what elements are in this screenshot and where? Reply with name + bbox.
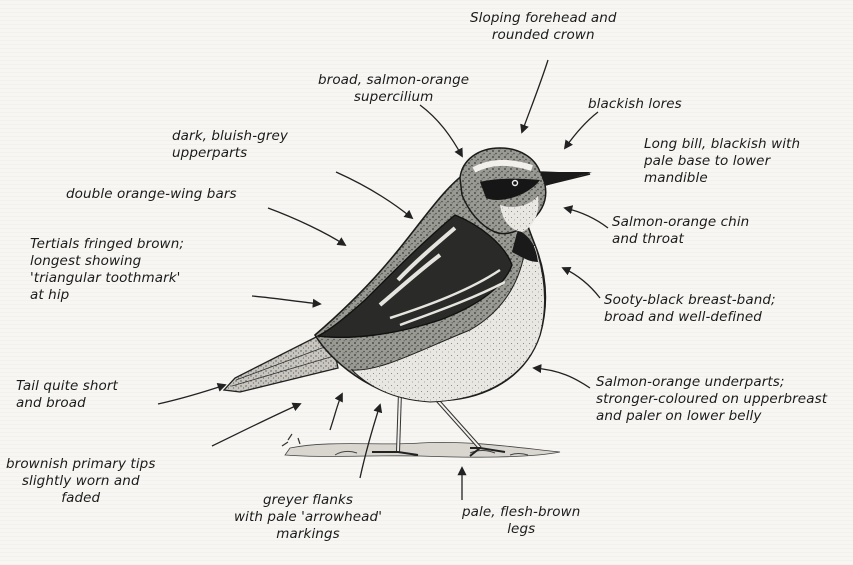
label-forehead: Sloping forehead and rounded crown <box>470 10 617 44</box>
label-bill: Long bill, blackish with pale base to lo… <box>644 136 800 187</box>
label-tertials: Tertials fringed brown; longest showing … <box>30 236 184 304</box>
bill <box>540 172 592 186</box>
label-tail: Tail quite short and broad <box>16 378 118 412</box>
label-primaries: brownish primary tips slightly worn and … <box>6 456 155 507</box>
label-lores: blackish lores <box>588 96 682 113</box>
label-breastband: Sooty-black breast-band; broad and well-… <box>604 292 776 326</box>
label-chin: Salmon-orange chin and throat <box>612 214 749 248</box>
label-legs: pale, flesh-brown legs <box>462 504 580 538</box>
label-upperparts: dark, bluish-grey upperparts <box>172 128 288 162</box>
label-wingbars: double orange-wing bars <box>66 186 237 203</box>
label-supercilium: broad, salmon-orange supercilium <box>318 72 469 106</box>
ground <box>282 434 560 457</box>
label-underparts: Salmon-orange underparts; stronger-colou… <box>596 374 827 425</box>
label-flanks: greyer flanks with pale 'arrowhead' mark… <box>234 492 382 543</box>
